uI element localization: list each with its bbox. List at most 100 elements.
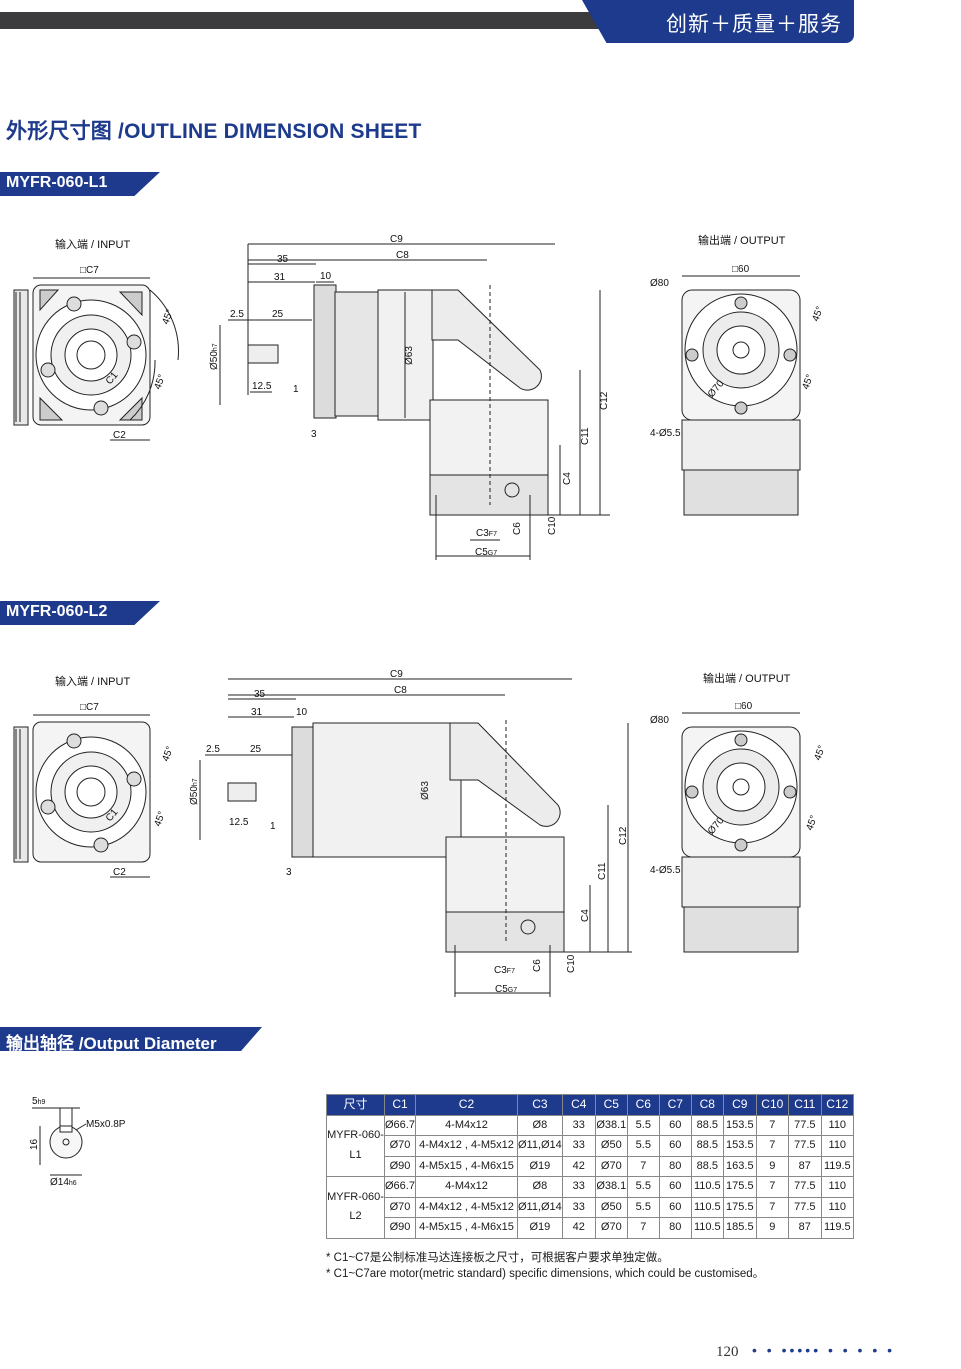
table-cell: 60: [658, 1114, 692, 1136]
dim-c9: C9: [390, 234, 403, 245]
table-cell: 110: [820, 1114, 854, 1136]
table-cell: 77.5: [787, 1114, 822, 1136]
table-cell: 4-M4x12 , 4-M5x12: [414, 1196, 518, 1218]
table-header-cell: C1: [384, 1094, 416, 1116]
table-cell: Ø8: [516, 1176, 563, 1198]
dim-c5-tol: G7: [488, 550, 497, 557]
table-cell: 4-M4x12: [414, 1114, 518, 1136]
table-cell: 110: [820, 1176, 854, 1198]
drawing-l2: 输入端 / INPUT □C7 45° 45° C1 C2 C9 C8 35 3…: [13, 669, 828, 997]
note-en: * C1~C7are motor(metric standard) specif…: [326, 1268, 765, 1280]
table-cell: 60: [658, 1196, 692, 1218]
input-flange-l2: [13, 721, 151, 863]
table-cell: 77.5: [787, 1135, 822, 1157]
table-cell: 185.5: [722, 1217, 757, 1239]
dim-sq60-l2: □60: [735, 701, 753, 712]
dim-phi50-l2: Ø50: [189, 786, 200, 805]
table-cell: 4-M5x15 , 4-M6x15: [414, 1155, 518, 1177]
page-number: 120: [716, 1344, 739, 1360]
dim-35-l2: 35: [254, 689, 266, 700]
table-cell: 110: [820, 1135, 854, 1157]
table-cell: 4-M4x12 , 4-M5x12: [414, 1135, 518, 1157]
dim-2-5: 2.5: [230, 309, 244, 320]
svg-text:Ø50h7: Ø50h7: [209, 343, 220, 370]
dim-12-5: 12.5: [252, 381, 272, 392]
table-cell: 7: [755, 1196, 789, 1218]
model-cell: MYFR-060-L1: [326, 1114, 385, 1177]
table-cell: 5.5: [626, 1135, 660, 1157]
dim-holes-l2: 4-Ø5.5: [650, 865, 681, 876]
table-cell: 119.5: [820, 1217, 854, 1239]
section-label-output-text: 输出轴径 /Output Diameter: [6, 1034, 217, 1053]
dim-c6-l2: C6: [532, 959, 543, 972]
dim-1-l2: 1: [270, 821, 276, 832]
dim-c5-l2: C5: [495, 984, 508, 995]
shaft-thread: M5x0.8P: [86, 1119, 126, 1130]
dim-phi50-tol-l2: h7: [192, 778, 199, 786]
dim-25: 25: [272, 309, 284, 320]
dim-2-5-l2: 2.5: [206, 744, 220, 755]
side-view-l2: C9 C8 35 31 10 2.5 25 Ø50h7 12.5 1 3 Ø63…: [189, 669, 632, 997]
table-cell: 60: [658, 1135, 692, 1157]
dim-35: 35: [277, 254, 289, 265]
section-label-l2: MYFR-060-L2: [0, 601, 160, 625]
dim-c11-l2: C11: [597, 862, 608, 880]
table-header-cell: C11: [787, 1094, 822, 1116]
model-cell: MYFR-060-L2: [326, 1176, 385, 1239]
side-view: C9 C8 35 31 10 2.5 25 Ø50h7 12.5 1 3 Ø63…: [209, 234, 610, 560]
dim-phi50: Ø50: [209, 351, 220, 370]
angle-arc: [149, 289, 179, 361]
table-cell: Ø66.7: [384, 1176, 416, 1198]
dim-c3-tol: F7: [489, 531, 497, 538]
dim-c3-tol-l2: F7: [507, 968, 515, 975]
shaft-diameter: Ø14: [50, 1177, 69, 1188]
table-cell: 153.5: [722, 1114, 757, 1136]
table-header-cell: C4: [561, 1094, 596, 1116]
table-cell: 42: [561, 1217, 596, 1239]
table-cell: 7: [626, 1217, 660, 1239]
table-header-cell: C10: [755, 1094, 789, 1116]
table-cell: 80: [658, 1155, 692, 1177]
table-cell: Ø50: [594, 1196, 628, 1218]
table-cell: 9: [755, 1217, 789, 1239]
table-cell: 9: [755, 1155, 789, 1177]
dim-3: 3: [311, 429, 317, 440]
svg-text:C5G7: C5G7: [495, 984, 517, 995]
table-cell: 110: [820, 1196, 854, 1218]
table-cell: 4-M4x12: [414, 1176, 518, 1198]
table-cell: 88.5: [690, 1135, 724, 1157]
table-cell: 110.5: [690, 1196, 724, 1218]
footer-dots: • • ••••• • • • • •: [752, 1342, 896, 1358]
output-view-label-l2: 输出端 / OUTPUT: [703, 671, 791, 685]
table-cell: Ø66.7: [384, 1114, 416, 1136]
table-cell: 175.5: [722, 1176, 757, 1198]
table-cell: 7: [755, 1135, 789, 1157]
dim-c5-tol-l2: G7: [508, 987, 517, 994]
table-cell: Ø90: [384, 1155, 416, 1177]
table-cell: 153.5: [722, 1135, 757, 1157]
dim-c10: C10: [547, 516, 558, 535]
output-flange: [681, 289, 801, 516]
table-cell: 77.5: [787, 1196, 822, 1218]
table-cell: 7: [755, 1114, 789, 1136]
table-header-row: 尺寸 C1 C2 C3 C4 C5 C6 C7 C8 C9 C10 C11 C1…: [326, 1094, 854, 1116]
table-cell: 87: [787, 1217, 822, 1239]
dim-c5: C5: [475, 547, 488, 558]
table-cell: 5.5: [626, 1114, 660, 1136]
table-cell: Ø70: [594, 1217, 628, 1239]
table-cell: 80: [658, 1217, 692, 1239]
table-cell: 88.5: [690, 1114, 724, 1136]
table-header-cell: C3: [516, 1094, 563, 1116]
table-cell: 5.5: [626, 1196, 660, 1218]
dim-c4: C4: [562, 472, 573, 485]
table-cell: Ø19: [516, 1217, 563, 1239]
table-cell: 119.5: [820, 1155, 854, 1177]
svg-text:Ø50h7: Ø50h7: [189, 778, 200, 805]
dim-31: 31: [274, 272, 286, 283]
tagline: 创新＋质量＋服务: [666, 13, 842, 36]
angle-45-e: 45°: [160, 745, 176, 763]
table-cell: Ø38.1: [594, 1176, 628, 1198]
